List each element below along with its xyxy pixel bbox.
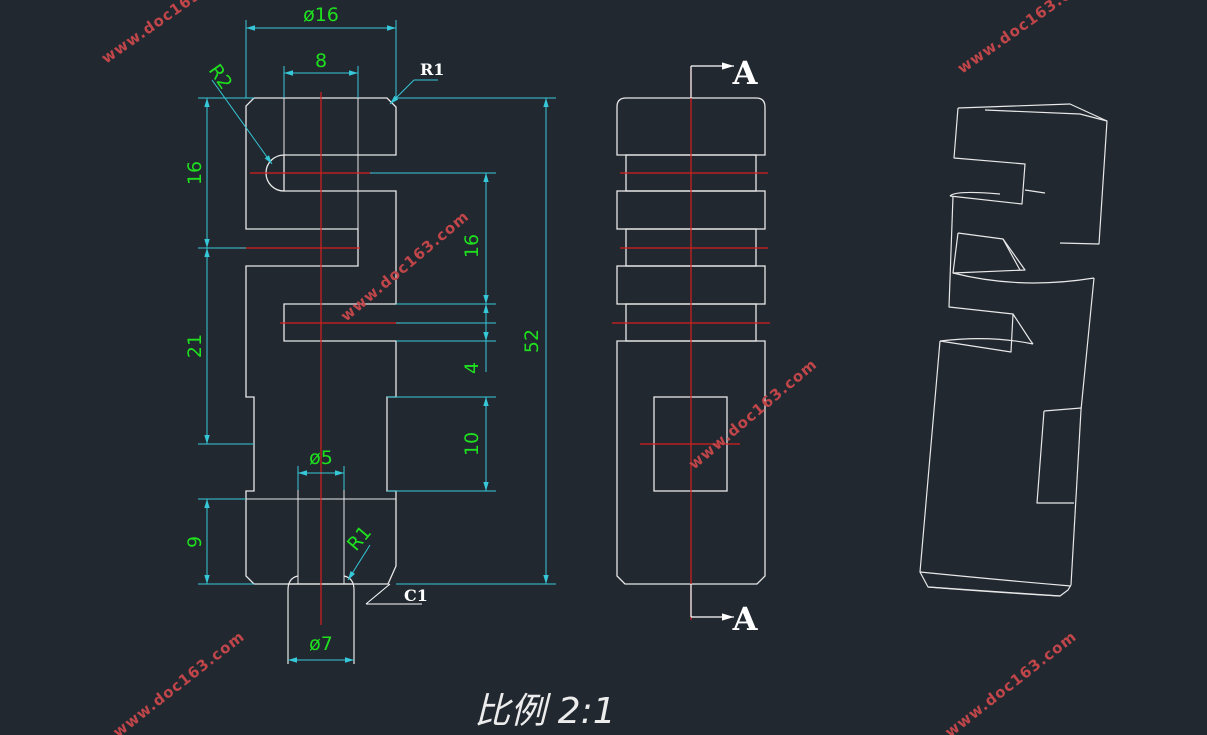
dim-h16-left: 16 bbox=[184, 161, 206, 185]
watermark-4: www.doc163.com bbox=[685, 355, 821, 473]
dim-dia16: ø16 bbox=[303, 4, 339, 26]
dim-dia5: ø5 bbox=[309, 447, 333, 469]
dim-c1: C1 bbox=[404, 586, 428, 605]
dim-h52: 52 bbox=[521, 329, 543, 353]
watermarks: www.doc163.com www.doc163.com www.doc163… bbox=[98, 0, 1097, 735]
dim-r1-bottom: R1 bbox=[343, 522, 376, 556]
scale-note: 比例 2:1 bbox=[474, 691, 615, 732]
watermark-1: www.doc163.com bbox=[98, 0, 241, 67]
watermark-3: www.doc163.com bbox=[954, 0, 1097, 77]
dim-h10: 10 bbox=[461, 432, 483, 456]
dim-h21: 21 bbox=[184, 334, 206, 358]
dim-h4: 4 bbox=[461, 362, 483, 374]
watermark-6: www.doc163.com bbox=[941, 627, 1080, 735]
dim-w8: 8 bbox=[315, 50, 327, 72]
front-view bbox=[240, 92, 400, 664]
dim-r2: R2 bbox=[204, 60, 237, 93]
side-view-centerlines bbox=[612, 68, 770, 620]
section-arrows bbox=[690, 62, 734, 621]
dim-h16-right: 16 bbox=[461, 234, 483, 258]
section-label-top: A bbox=[732, 54, 759, 92]
dim-dia7: ø7 bbox=[309, 633, 333, 655]
section-label-bottom: A bbox=[732, 600, 759, 638]
front-view-dimension-texts: ø16 8 R2 R1 16 21 9 16 4 10 52 ø5 R1 C1 … bbox=[184, 4, 543, 655]
side-view-head bbox=[616, 97, 766, 156]
dim-h9: 9 bbox=[184, 536, 206, 548]
side-view-body bbox=[616, 340, 766, 585]
front-view-dimensions bbox=[198, 20, 556, 663]
c1-leader bbox=[365, 583, 422, 605]
dim-r1-top: R1 bbox=[420, 60, 444, 79]
isometric-view bbox=[919, 103, 1108, 597]
watermark-5: www.doc163.com bbox=[109, 627, 248, 735]
